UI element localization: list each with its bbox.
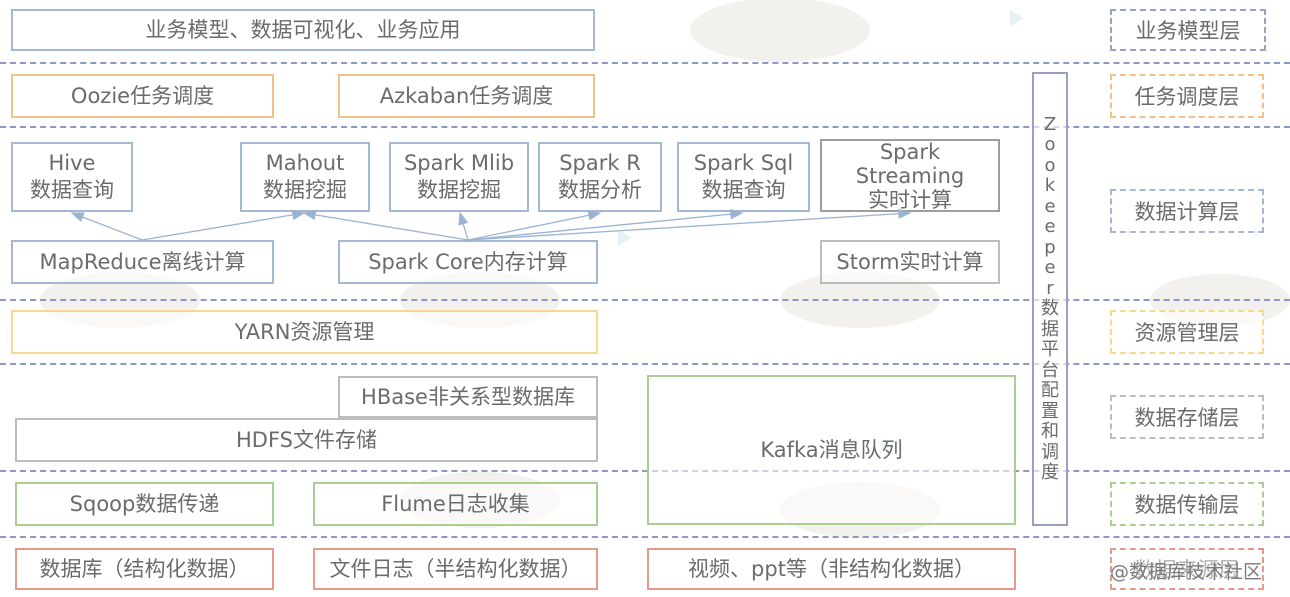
spark-streaming-desc: 实时计算	[868, 187, 952, 212]
arrow-sparkcore-streaming	[467, 208, 912, 241]
layer-label-compute: 数据计算层	[1110, 189, 1264, 233]
layer-label-source: 数据来源层	[1110, 548, 1264, 590]
arrow-mapreduce-hive	[70, 212, 143, 241]
arrow-sparkcore-sparksql	[467, 208, 744, 241]
mapreduce-label: MapReduce离线计算	[39, 249, 246, 274]
mahout-box: Mahout 数据挖掘	[240, 142, 370, 212]
arrow-sparkcore-mahout	[302, 209, 469, 241]
zk-char: e	[1044, 216, 1056, 237]
hdfs-label: HDFS文件存储	[235, 427, 377, 452]
yarn-box: YARN资源管理	[11, 310, 598, 354]
zk-char: 数	[1041, 298, 1059, 319]
source-db-box: 数据库（结构化数据）	[15, 548, 274, 590]
zk-char: Z	[1043, 113, 1057, 135]
hbase-box: HBase非关系型数据库	[338, 376, 598, 418]
separator-line	[0, 62, 1290, 64]
spark-mlib-box: Spark Mlib 数据挖掘	[389, 142, 529, 212]
zk-char: o	[1044, 134, 1056, 155]
kafka-box: Kafka消息队列	[647, 375, 1016, 525]
source-log-label: 文件日志（半结构化数据）	[329, 556, 582, 581]
spark-r-desc: 数据分析	[558, 178, 642, 202]
source-video-label: 视频、ppt等（非结构化数据）	[688, 556, 975, 581]
zk-char: o	[1044, 154, 1056, 176]
flume-box: Flume日志收集	[313, 482, 598, 526]
spark-core-label: Spark Core内存计算	[368, 249, 568, 274]
source-video-box: 视频、ppt等（非结构化数据）	[647, 548, 1016, 590]
zookeeper-bar: Z o o k e e p e r 数 据 平 台 配 置 和 调 度	[1032, 72, 1068, 526]
spark-streaming-name-1: Spark	[879, 139, 941, 164]
arrow-sparkcore-sparkr	[467, 210, 602, 241]
oozie-box: Oozie任务调度	[11, 74, 274, 118]
zk-char: 调	[1041, 441, 1059, 463]
spark-core-box: Spark Core内存计算	[338, 240, 598, 284]
business-apps-label: 业务模型、数据可视化、业务应用	[145, 17, 461, 42]
zk-char: 配	[1041, 380, 1059, 401]
storm-label: Storm实时计算	[836, 249, 984, 274]
mahout-name: Mahout	[265, 151, 345, 175]
zk-char: 度	[1041, 462, 1059, 483]
arrow-mapreduce-mahout	[141, 209, 306, 241]
spark-mlib-name: Spark Mlib	[403, 151, 515, 175]
spark-streaming-name-2: Streaming	[855, 163, 965, 188]
sqoop-box: Sqoop数据传递	[15, 482, 274, 526]
layer-label-business: 业务模型层	[1110, 9, 1266, 51]
source-db-label: 数据库（结构化数据）	[39, 556, 250, 581]
layer-label-resource: 资源管理层	[1110, 310, 1264, 354]
zk-char: 平	[1041, 339, 1059, 360]
zk-char: 和	[1041, 421, 1059, 442]
spark-r-name: Spark R	[559, 151, 641, 175]
zk-char: r	[1046, 277, 1054, 299]
mapreduce-box: MapReduce离线计算	[11, 240, 274, 284]
separator-line	[0, 363, 1290, 365]
mahout-desc: 数据挖掘	[263, 178, 347, 202]
zk-char: 据	[1041, 318, 1059, 340]
zk-char: 台	[1041, 359, 1059, 381]
spark-sql-box: Spark Sql 数据查询	[677, 142, 810, 212]
zk-char: e	[1044, 195, 1056, 217]
credit-watermark: @数据库技术社区	[1110, 561, 1263, 583]
spark-sql-desc: 数据查询	[701, 178, 786, 202]
spark-sql-name: Spark Sql	[693, 151, 794, 175]
layer-label-storage: 数据存储层	[1110, 395, 1264, 439]
hive-box: Hive 数据查询	[11, 142, 133, 212]
oozie-label: Oozie任务调度	[70, 83, 215, 108]
spark-r-box: Spark R 数据分析	[538, 142, 662, 212]
flume-label: Flume日志收集	[381, 491, 530, 516]
source-log-box: 文件日志（半结构化数据）	[313, 548, 598, 590]
layer-label-transfer: 数据传输层	[1110, 482, 1264, 526]
separator-line	[0, 299, 1290, 301]
storm-box: Storm实时计算	[820, 240, 1000, 284]
yarn-label: YARN资源管理	[234, 319, 375, 344]
separator-line	[0, 536, 1290, 538]
layer-label-scheduling: 任务调度层	[1110, 74, 1264, 118]
spark-mlib-desc: 数据挖掘	[417, 178, 501, 202]
arrow-sparkcore-mlib	[458, 211, 469, 241]
zk-char: e	[1044, 257, 1056, 278]
hbase-label: HBase非关系型数据库	[361, 384, 575, 409]
hdfs-box: HDFS文件存储	[15, 418, 598, 462]
sqoop-label: Sqoop数据传递	[69, 491, 220, 516]
hive-name: Hive	[48, 151, 96, 175]
azkaban-box: Azkaban任务调度	[338, 74, 595, 118]
azkaban-label: Azkaban任务调度	[379, 83, 554, 108]
business-apps-box: 业务模型、数据可视化、业务应用	[11, 9, 595, 51]
kafka-label: Kafka消息队列	[760, 437, 903, 462]
hive-desc: 数据查询	[30, 178, 114, 202]
zk-char: p	[1044, 236, 1056, 258]
separator-line	[0, 126, 1290, 128]
spark-streaming-box: Spark Streaming 实时计算	[820, 139, 1000, 212]
separator-line	[0, 470, 1290, 472]
zk-char: 置	[1041, 400, 1059, 422]
zk-char: k	[1044, 175, 1056, 196]
